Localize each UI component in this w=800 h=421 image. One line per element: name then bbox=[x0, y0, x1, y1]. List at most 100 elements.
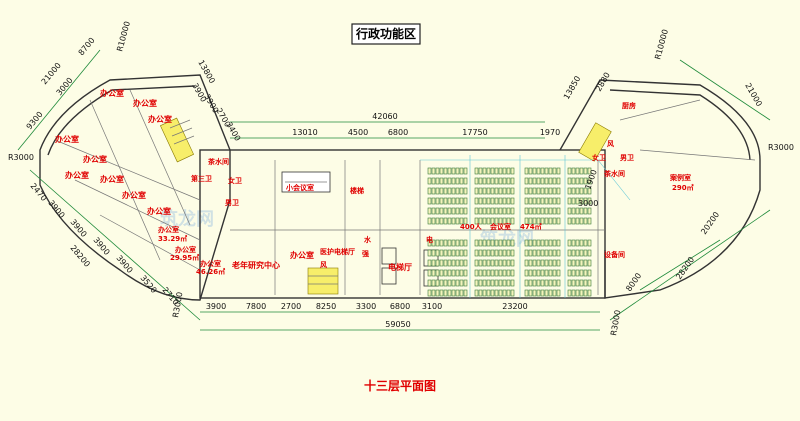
seat bbox=[552, 279, 557, 287]
seat bbox=[482, 279, 487, 287]
room-office-4: 办公室 bbox=[55, 134, 79, 144]
seat bbox=[579, 259, 584, 267]
seat bbox=[540, 167, 545, 175]
dim-top-4: 17750 bbox=[462, 128, 487, 137]
room-female-wc: 女卫 bbox=[228, 176, 242, 185]
seat bbox=[447, 239, 452, 247]
seat bbox=[486, 177, 491, 185]
room-office-5: 办公室 bbox=[83, 154, 107, 164]
seat bbox=[532, 249, 537, 257]
seat bbox=[455, 207, 460, 215]
seat bbox=[482, 269, 487, 277]
seat bbox=[435, 239, 440, 247]
seat bbox=[455, 239, 460, 247]
seat bbox=[544, 269, 549, 277]
seat bbox=[532, 217, 537, 225]
seat bbox=[474, 279, 479, 287]
seat bbox=[498, 187, 503, 195]
seat bbox=[431, 167, 436, 175]
seat bbox=[494, 207, 499, 215]
seat bbox=[498, 167, 503, 175]
seat bbox=[474, 259, 479, 267]
seat bbox=[567, 239, 572, 247]
seat bbox=[524, 177, 529, 185]
seat bbox=[463, 187, 468, 195]
seat bbox=[447, 187, 452, 195]
room-tea: 茶水间 bbox=[207, 157, 229, 166]
seat bbox=[575, 279, 580, 287]
seat bbox=[486, 197, 491, 205]
seat bbox=[502, 239, 507, 247]
seat bbox=[506, 197, 511, 205]
seat bbox=[474, 207, 479, 215]
seat bbox=[536, 217, 541, 225]
seat bbox=[579, 239, 584, 247]
seat bbox=[571, 289, 576, 297]
seat bbox=[548, 177, 553, 185]
seat bbox=[583, 289, 588, 297]
seat bbox=[455, 259, 460, 267]
seat bbox=[571, 249, 576, 257]
seat bbox=[486, 279, 491, 287]
seat bbox=[427, 217, 432, 225]
dim-left-side-total: 28200 bbox=[68, 244, 91, 269]
seat bbox=[544, 249, 549, 257]
seat bbox=[494, 177, 499, 185]
seat bbox=[575, 249, 580, 257]
seat bbox=[587, 269, 592, 277]
seat bbox=[478, 279, 483, 287]
seat bbox=[510, 187, 515, 195]
seat bbox=[548, 239, 553, 247]
room-female-wc-right: 女卫 bbox=[592, 153, 606, 162]
seat bbox=[447, 289, 452, 297]
room-fan: 风 bbox=[320, 260, 327, 269]
seat bbox=[587, 259, 592, 267]
seat bbox=[587, 279, 592, 287]
seat bbox=[579, 217, 584, 225]
room-office-11: 办公室 bbox=[175, 245, 196, 254]
seat bbox=[571, 167, 576, 175]
dim-bottom-3: 2700 bbox=[281, 302, 301, 311]
seat bbox=[544, 279, 549, 287]
seat bbox=[435, 217, 440, 225]
seat bbox=[532, 167, 537, 175]
seat bbox=[579, 269, 584, 277]
seat bbox=[528, 197, 533, 205]
seat bbox=[459, 167, 464, 175]
seat bbox=[552, 167, 557, 175]
seat bbox=[439, 207, 444, 215]
seat bbox=[524, 259, 529, 267]
seat bbox=[435, 249, 440, 257]
seat bbox=[455, 177, 460, 185]
room-office-10-area: 33.29㎡ bbox=[158, 234, 187, 243]
seat bbox=[459, 269, 464, 277]
room-office-12: 办公室 bbox=[200, 259, 221, 268]
seat bbox=[498, 249, 503, 257]
seat bbox=[494, 259, 499, 267]
seat bbox=[524, 239, 529, 247]
building-outline bbox=[39, 74, 761, 301]
seat bbox=[498, 269, 503, 277]
dim-left-inner-total: 13800 bbox=[196, 59, 217, 86]
seat bbox=[435, 269, 440, 277]
seat bbox=[474, 177, 479, 185]
seat bbox=[478, 239, 483, 247]
seat bbox=[435, 289, 440, 297]
dim-bottom-2: 7800 bbox=[246, 302, 266, 311]
seat bbox=[583, 269, 588, 277]
room-conference-area: 474㎡ bbox=[520, 222, 542, 231]
seat bbox=[463, 239, 468, 247]
seat bbox=[510, 279, 515, 287]
seat bbox=[435, 279, 440, 287]
seat bbox=[548, 259, 553, 267]
seat bbox=[532, 289, 537, 297]
seat bbox=[510, 207, 515, 215]
room-tea-small: 茶水间 bbox=[603, 169, 625, 178]
seat bbox=[536, 269, 541, 277]
seat bbox=[490, 239, 495, 247]
seat bbox=[427, 239, 432, 247]
seat bbox=[451, 289, 456, 297]
seat bbox=[474, 269, 479, 277]
seat bbox=[544, 167, 549, 175]
seat bbox=[431, 197, 436, 205]
